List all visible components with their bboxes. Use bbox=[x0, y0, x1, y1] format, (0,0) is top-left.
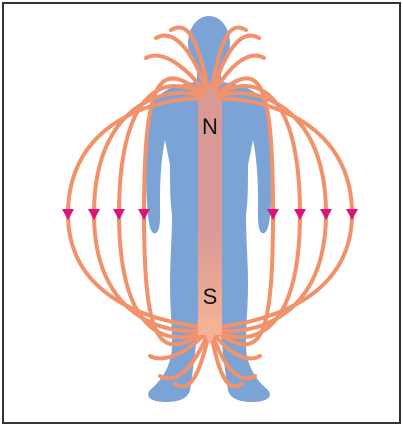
south-pole-label: S bbox=[203, 284, 218, 309]
north-pole-label: N bbox=[202, 114, 218, 139]
